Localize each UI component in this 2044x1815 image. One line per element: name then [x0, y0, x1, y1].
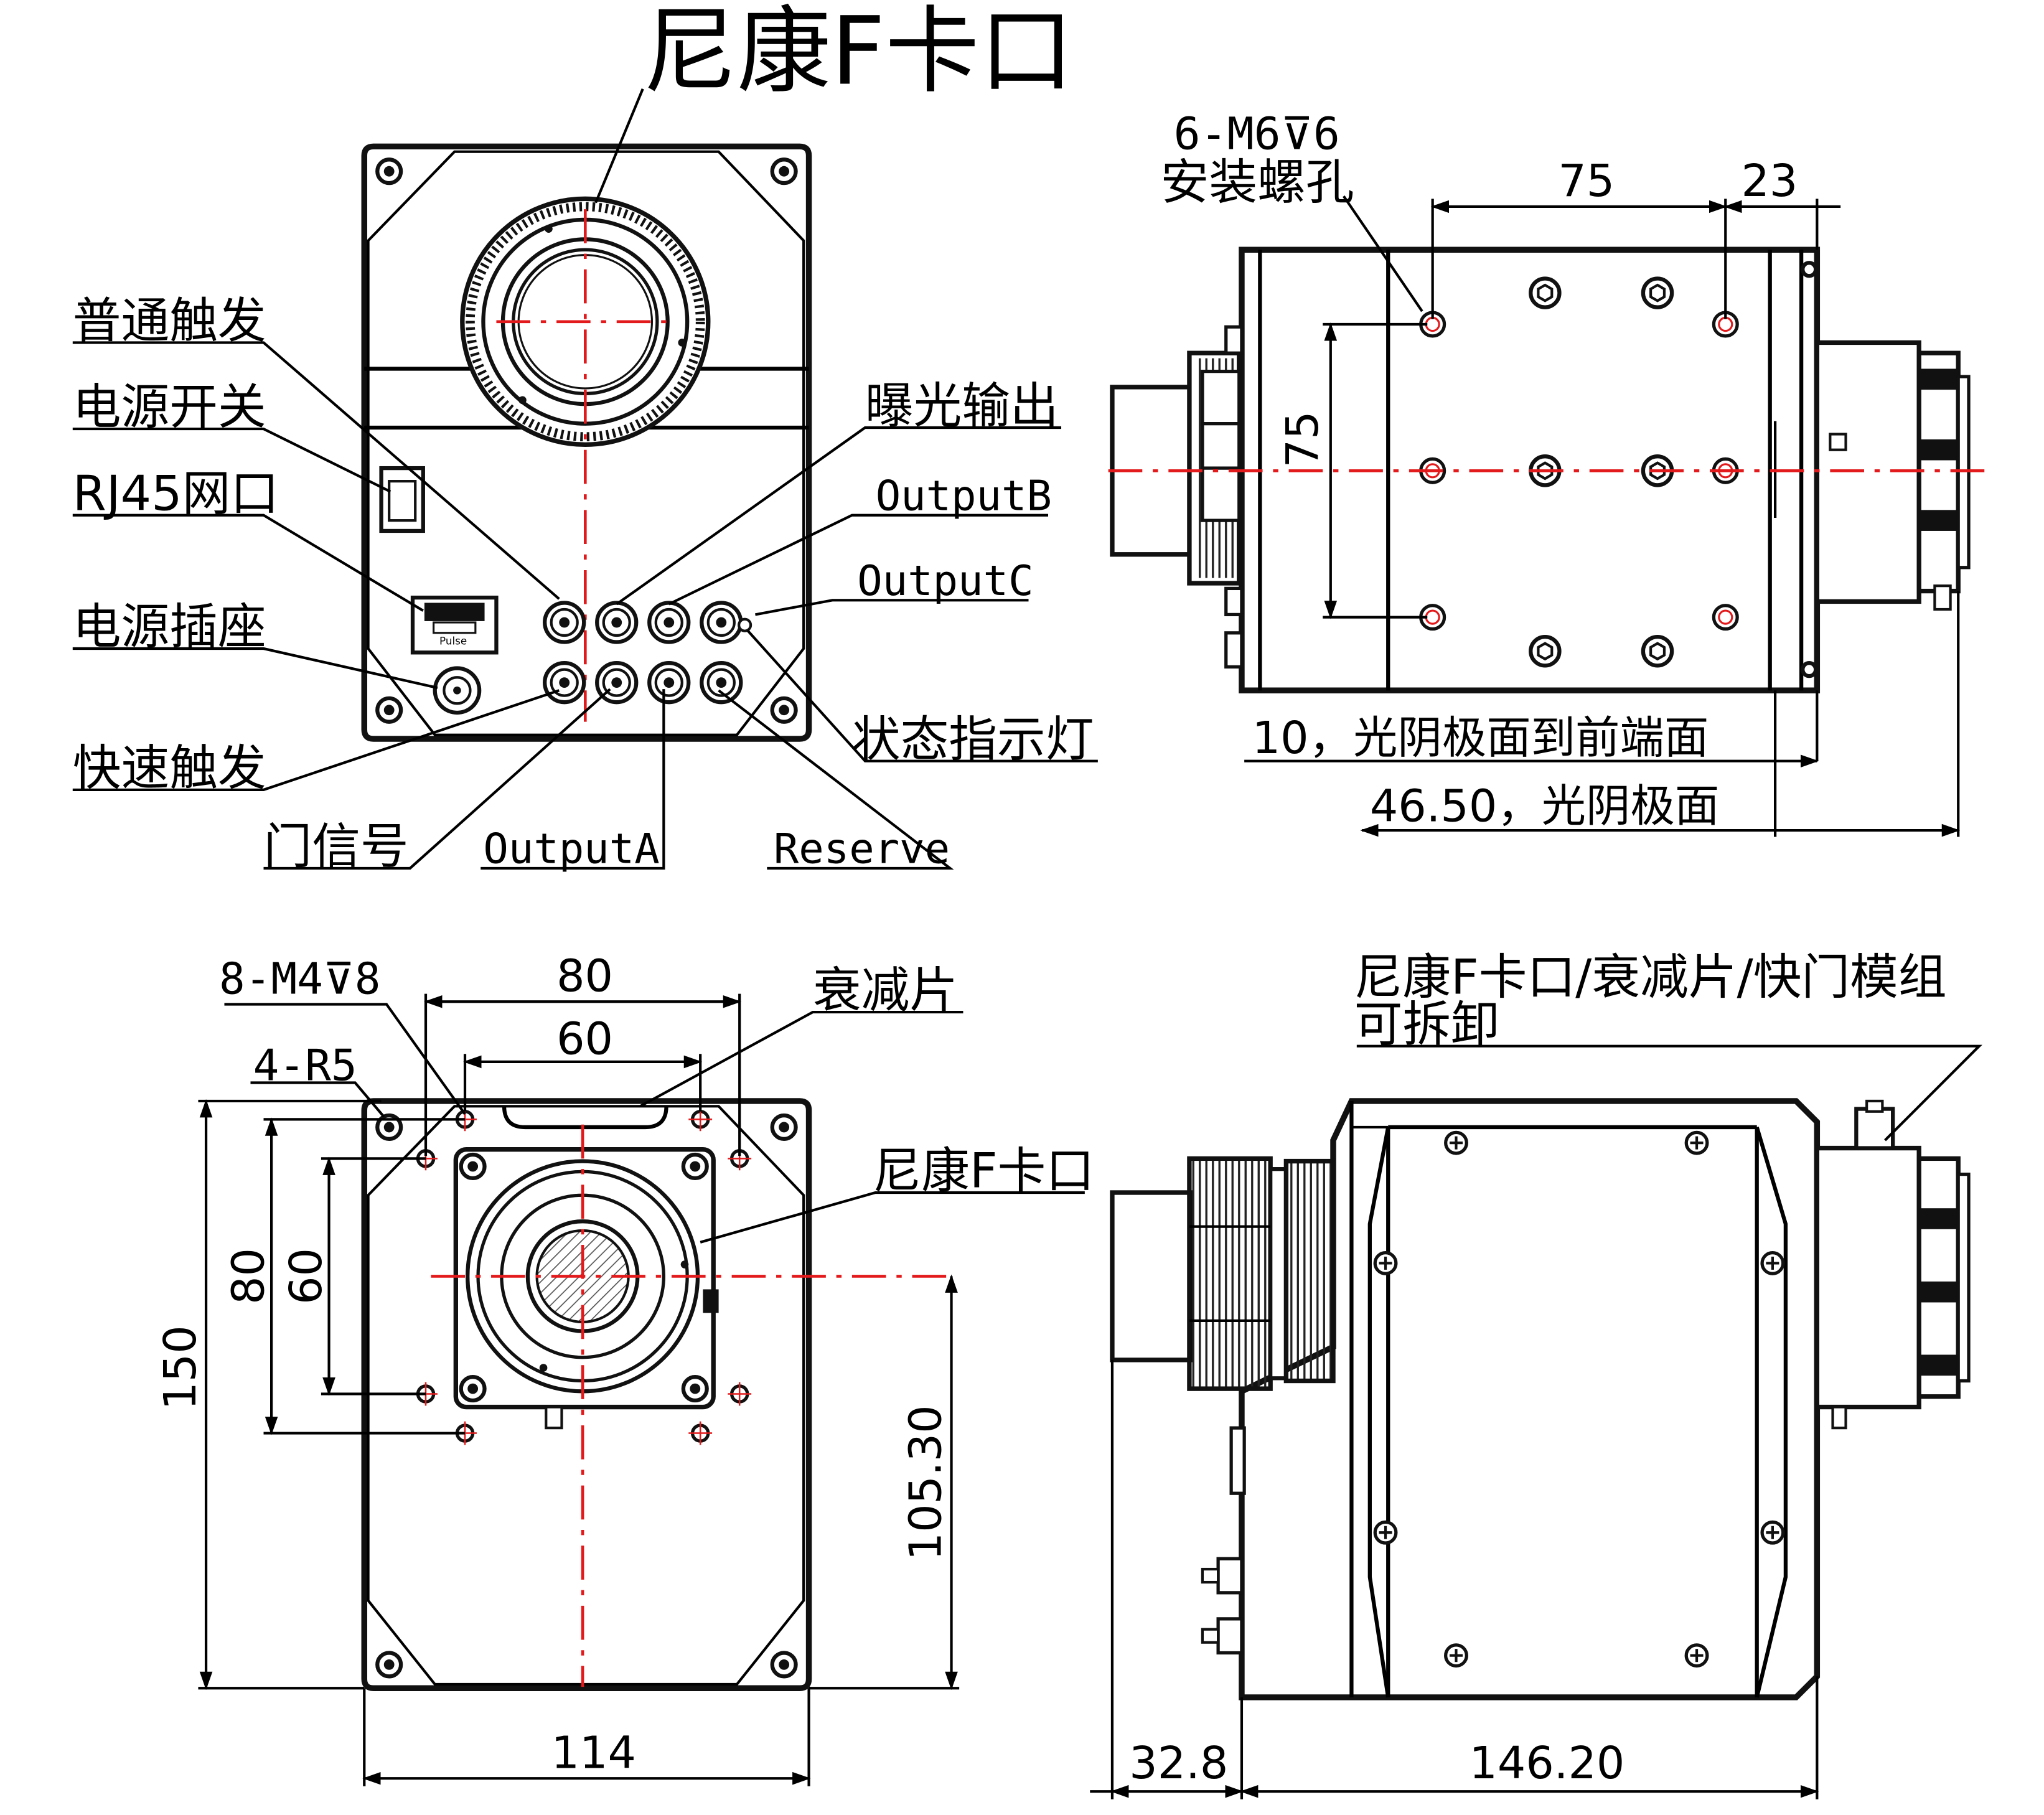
hex-screw: [1529, 634, 1562, 668]
dim-75-horizontal: 75: [1558, 155, 1615, 207]
front-corner-screws: [375, 157, 798, 724]
top-view: 6-M6⊽6 安装螺孔 75 23 75 10，光阴极面到前端面 46.50，光…: [1108, 108, 1985, 837]
label-attenuator: 衰减片: [813, 963, 958, 1019]
label-rj45: RJ45网口: [73, 466, 279, 522]
hex-screw: [1529, 276, 1562, 309]
label-mount-holes-1: 6-M6⊽6: [1174, 108, 1340, 159]
rj45-port-text: Pulse: [439, 635, 467, 647]
panel-screw: [1684, 1643, 1709, 1668]
rear-corner-screws: [375, 1113, 798, 1679]
top-rear-module: [1814, 340, 1971, 611]
label-output-a: OutputA: [483, 825, 659, 873]
label-exposure-output: 曝光输出: [865, 378, 1059, 434]
panel-screw: [1373, 1520, 1398, 1545]
panel-screw: [1444, 1643, 1468, 1668]
side-lens-assembly: [1110, 1156, 1336, 1391]
m4-hole: [728, 1147, 752, 1171]
rear-inner-contour: [367, 1105, 805, 1686]
label-mount-holes-2: 安装螺孔: [1161, 154, 1354, 210]
label-output-b: OutputB: [876, 471, 1052, 520]
bnc-connector: [647, 601, 691, 644]
dim-cathode-front: 10，光阴极面到前端面: [1252, 712, 1709, 764]
dim-60-left: 60: [280, 1248, 332, 1305]
panel-screw: [1760, 1251, 1785, 1275]
top-lens-assembly: [1110, 325, 1244, 669]
front-inner-contour: [367, 150, 805, 736]
label-power-switch: 电源开关: [73, 380, 266, 436]
side-panel-screws: [1373, 1130, 1785, 1668]
dim-80-top: 80: [556, 950, 613, 1001]
panel-screw: [1373, 1251, 1398, 1275]
label-nikon-mount-rear: 尼康F卡口: [873, 1143, 1095, 1199]
side-connectors: [1201, 1426, 1246, 1655]
hex-screw: [1641, 634, 1674, 668]
rj45-port-shape: Pulse: [410, 595, 499, 655]
label-nikon-mount-front: 尼康F卡口: [643, 0, 1074, 106]
label-holes-8m4: 8-M4⊽8: [219, 955, 380, 1005]
status-led-shape: [738, 617, 752, 632]
label-radius: 4-R5: [253, 1041, 357, 1090]
rear-view: 8-M4⊽8 4-R5 80 60 衰减片 尼康F卡口 80 60 150 10…: [154, 950, 1094, 1786]
dim-23: 23: [1741, 155, 1798, 207]
top-dimensions: [1244, 195, 1961, 837]
dim-146-20: 146.20: [1469, 1737, 1624, 1789]
front-leader-lines: [72, 88, 1098, 870]
label-output-c: OutputC: [857, 556, 1033, 605]
front-view: Pulse 尼康F卡口 普通触发 电源开关 RJ45: [73, 0, 1098, 875]
panel-screw: [1760, 1520, 1785, 1545]
m6-hole: [1712, 604, 1739, 631]
bnc-connector: [543, 660, 586, 705]
label-removable-1: 尼康F卡口/衰减片/快门模组: [1354, 950, 1947, 1006]
bnc-connector: [700, 660, 743, 705]
dim-114: 114: [551, 1727, 636, 1778]
dim-80-left: 80: [222, 1248, 274, 1305]
dim-60-top: 60: [556, 1013, 613, 1064]
label-normal-trigger: 普通触发: [73, 293, 266, 349]
dim-32-8: 32.8: [1129, 1737, 1228, 1789]
dim-cathode: 46.50，光阴极面: [1370, 780, 1719, 832]
side-rear-module: [1814, 1099, 1971, 1430]
label-status-light: 状态指示灯: [852, 711, 1094, 767]
m4-hole: [728, 1382, 752, 1406]
label-removable-2: 可拆卸: [1354, 997, 1499, 1053]
label-power-socket: 电源插座: [73, 599, 266, 655]
bnc-connector: [595, 601, 639, 644]
dim-75-vertical: 75: [1277, 411, 1328, 467]
bnc-connector: [543, 601, 586, 644]
bnc-connector: [700, 601, 743, 644]
side-dimensions: [1090, 1044, 1982, 1799]
label-gate-signal: 门信号: [263, 819, 408, 875]
label-reserve: Reserve: [774, 825, 950, 873]
side-view: 尼康F卡口/衰减片/快门模组 可拆卸 32.8 146.20: [1090, 950, 1982, 1799]
hex-screw: [1641, 276, 1674, 309]
panel-screw: [1444, 1130, 1468, 1155]
label-fast-trigger: 快速触发: [73, 741, 266, 797]
panel-screw: [1684, 1130, 1709, 1155]
bnc-connector: [647, 660, 691, 705]
m4-hole: [688, 1421, 713, 1445]
rear-plate-screws: [459, 1152, 709, 1403]
rear-dimensions: [198, 993, 1085, 1786]
dim-150: 150: [154, 1325, 206, 1410]
dim-105-30: 105.30: [900, 1405, 952, 1560]
